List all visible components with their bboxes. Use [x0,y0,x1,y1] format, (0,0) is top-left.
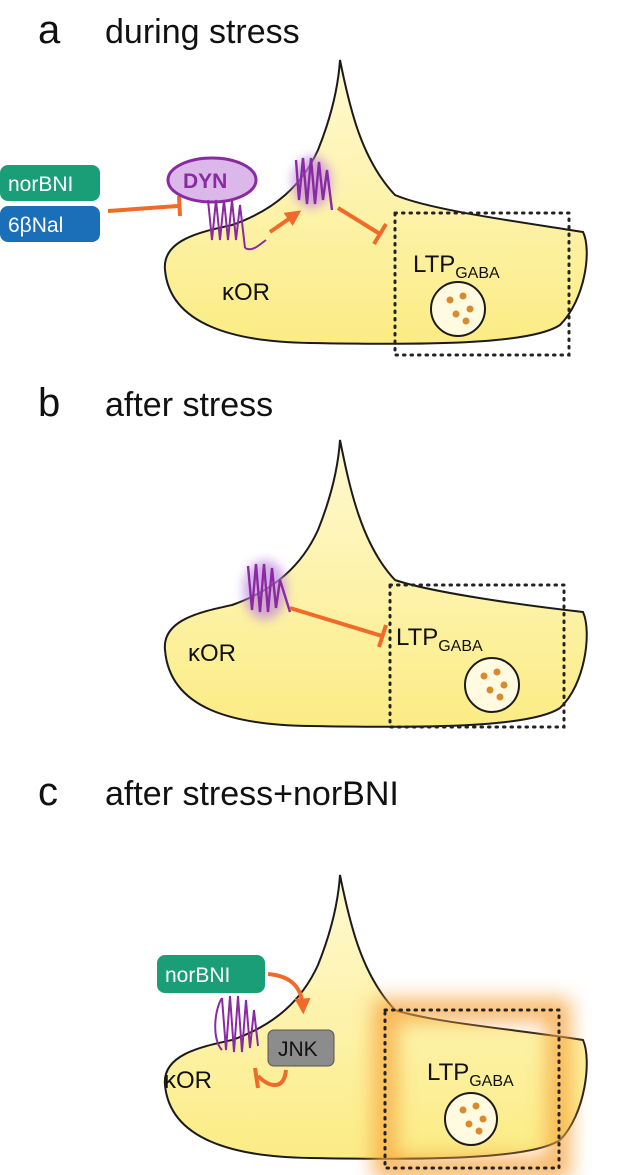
norbni-label-a: norBNI [8,173,73,196]
dyn-ligand [166,156,258,204]
receptor-icon-c [214,995,259,1053]
postsynaptic-cell-b [163,439,588,728]
nal-label-a: 6βNal [8,214,63,237]
norbni-badge-a [0,165,100,201]
synapse-box-a [393,211,571,357]
inhibition-bar-a [177,195,182,217]
panel-c: c after stress+norBNI LTPGABA norBNI JNK [38,770,588,1175]
panel-title-a: during stress [105,13,300,51]
inhibition-bar-ltp-a [372,222,388,246]
panel-letter-c: c [38,770,58,814]
jnk-badge [267,1029,335,1067]
kor-label-c: κOR [164,1067,212,1094]
receptor-icon-a1 [207,199,267,251]
norbni-label-c: norBNI [165,964,230,987]
panel-letter-b: b [38,381,60,425]
vesicle-icon-b [464,657,520,713]
panel-a: a during stress norBNI 6βNal DYN κOR [0,8,588,357]
ltp-label-b: LTPGABA [396,624,483,655]
nal-badge-a [0,206,100,242]
ltp-label-c: LTPGABA [427,1059,514,1090]
jnk-label: JNK [278,1038,318,1061]
ltp-inhibition-b [289,606,383,638]
active-receptor-icon-b [243,560,292,620]
vesicle-icon-c [444,1092,498,1146]
ltp-inhibition-a [336,206,382,236]
active-receptor-icon-a [292,156,334,211]
kor-label-a: κOR [222,279,270,306]
dyn-label: DYN [183,170,227,193]
antagonist-inhibition-a [107,204,179,213]
panel-title-c: after stress+norBNI [105,775,399,813]
jnk-activation-arrow-c [267,972,311,1015]
vesicle-icon-a [430,281,486,337]
receptor-inhibition-c [256,1069,288,1087]
ltp-label-a: LTPGABA [413,251,500,282]
inhibition-bar-ltp-b [377,624,388,648]
norbni-badge-c [157,955,265,993]
synapse-box-b [388,583,566,729]
kor-label-b: κOR [188,640,236,667]
postsynaptic-cell-a [163,59,588,345]
internalization-arrow-a [268,210,302,234]
synapse-box-c [383,1008,561,1170]
panel-title-b: after stress [105,386,273,424]
panel-letter-a: a [38,8,61,52]
panel-b: b after stress κOR LTPGABA [38,381,588,729]
inhibition-bar-receptor-c [253,1067,260,1089]
